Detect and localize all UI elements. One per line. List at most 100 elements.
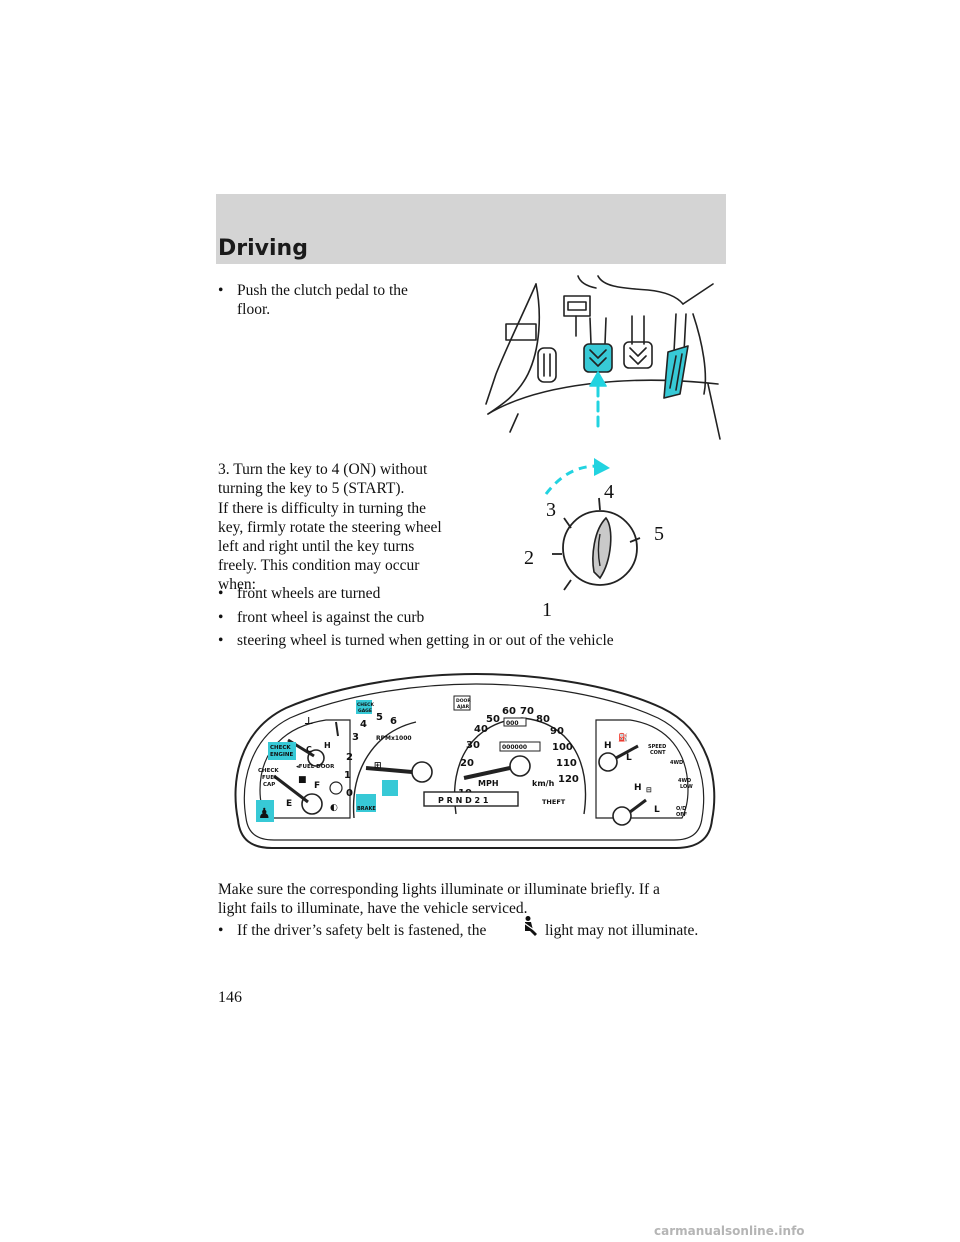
pedal-tread bbox=[669, 353, 683, 391]
tach-tick-label: 1 bbox=[344, 770, 351, 781]
check-fuel-cap-label: FUEL bbox=[262, 775, 278, 781]
brake-lamp bbox=[356, 794, 376, 812]
clutch-pedal-illustration bbox=[485, 275, 721, 440]
speed-tick-label: 30 bbox=[466, 740, 480, 751]
speed-tick-label: 90 bbox=[550, 726, 564, 737]
volt-needle bbox=[629, 798, 647, 814]
section-title: Driving bbox=[218, 236, 308, 261]
rotate-arrow-head bbox=[594, 458, 610, 476]
prnd-indicator bbox=[423, 791, 519, 807]
tach-tick-label: 6 bbox=[390, 716, 397, 727]
condition-text: steering wheel is turned when getting in… bbox=[237, 632, 614, 649]
tach-needle-hub bbox=[411, 761, 433, 783]
condition-text: front wheel is against the curb bbox=[237, 609, 425, 626]
check-fuel-cap-label: CAP bbox=[263, 782, 275, 788]
prnd-label: P R N D 2 1 bbox=[438, 796, 489, 805]
instrument-cluster-illustration: H C ⊥ E F ■ CHECK ENGINE CHECK FUEL CAP … bbox=[234, 672, 716, 849]
speed-tick-label: 50 bbox=[486, 714, 500, 725]
brake-label: BRAKE bbox=[357, 806, 376, 812]
four-wd-low-label: LOW bbox=[680, 784, 693, 790]
pedal-fig-arm bbox=[589, 317, 607, 345]
safety-belt-icon: ♟ bbox=[258, 806, 271, 822]
tach-tick-label: 0 bbox=[346, 788, 353, 799]
od-off-label: OFF bbox=[676, 812, 687, 818]
volt-high-label: H bbox=[634, 783, 642, 793]
odometer-display bbox=[499, 741, 541, 752]
pedal-fig-line bbox=[707, 383, 721, 440]
pedal-fig-line bbox=[487, 283, 541, 415]
brake-pedal bbox=[623, 341, 653, 369]
fuel-door-label: ◂FUEL DOOR bbox=[296, 764, 335, 770]
speed-tick-label: 20 bbox=[460, 758, 474, 769]
fuel-needle bbox=[273, 774, 309, 804]
tach-tick-label: 5 bbox=[376, 712, 383, 723]
battery-icon: ⊞ bbox=[374, 761, 382, 771]
four-wd-label: 4WD bbox=[670, 760, 683, 766]
bullet: • bbox=[218, 922, 224, 939]
safety-belt-lamp bbox=[256, 800, 274, 822]
airbag-lamp bbox=[382, 780, 398, 796]
speed-tick-label: 60 bbox=[502, 706, 516, 717]
key-step-line1: 3. Turn the key to 4 (ON) without bbox=[218, 461, 428, 478]
difficulty-line: key, firmly rotate the steering wheel bbox=[218, 519, 442, 536]
door-ajar-label: DOOR bbox=[456, 698, 471, 704]
condition-text: front wheels are turned bbox=[237, 585, 381, 602]
fuel-empty-label: E bbox=[286, 799, 292, 809]
tach-needle bbox=[365, 766, 413, 774]
speed-unit-kmh: km/h bbox=[532, 779, 555, 788]
pedal-fig-line bbox=[485, 283, 537, 405]
watermark: carmanualsonline.info bbox=[654, 1224, 805, 1238]
cluster-housing bbox=[234, 672, 716, 849]
speed-tick-label: 100 bbox=[552, 742, 573, 753]
fuel-needle-hub bbox=[301, 793, 323, 815]
door-ajar-label: AJAR bbox=[457, 704, 470, 710]
ignition-key bbox=[592, 516, 612, 580]
bullet: • bbox=[218, 282, 224, 299]
tach-unit-label: RPMx1000 bbox=[376, 735, 412, 742]
oil-high-label: H bbox=[604, 741, 612, 751]
oil-can-icon: ⛽ bbox=[618, 732, 628, 742]
belt-note-text-after: light may not illuminate. bbox=[545, 922, 699, 939]
door-ajar-lamp bbox=[453, 695, 471, 711]
check-gage-lamp bbox=[356, 700, 372, 714]
difficulty-line: If there is difficulty in turning the bbox=[218, 500, 427, 517]
pedal-fig-arm bbox=[631, 315, 645, 345]
pedal-tread bbox=[629, 347, 647, 365]
illuminate-line2: light fails to illuminate, have the vehi… bbox=[218, 900, 528, 917]
speed-tick-label: 40 bbox=[474, 724, 488, 735]
theft-label: THEFT bbox=[542, 798, 566, 806]
pedal-fig-line bbox=[577, 275, 597, 289]
position-2-label: 2 bbox=[524, 547, 534, 569]
speed-unit-mph: MPH bbox=[478, 779, 499, 788]
page-number: 146 bbox=[218, 989, 242, 1006]
check-fuel-cap-label: CHECK bbox=[258, 768, 279, 774]
oil-low-label: L bbox=[626, 753, 632, 763]
pedal-fig-line bbox=[597, 275, 684, 305]
four-wd-low-label: 4WD bbox=[678, 778, 691, 784]
battery-icon: ⊟ bbox=[646, 786, 652, 794]
cluster-bezel bbox=[243, 683, 705, 841]
temp-hot-label: H bbox=[324, 741, 331, 750]
bullet: • bbox=[218, 632, 224, 649]
tach-outline bbox=[352, 721, 417, 819]
pedal-fig-bracket bbox=[567, 301, 587, 311]
illuminate-line1: Make sure the corresponding lights illum… bbox=[218, 881, 660, 898]
volt-low-label: L bbox=[654, 805, 660, 815]
check-engine-label: CHECK bbox=[270, 745, 291, 751]
belt-note-text-before: If the driver’s safety belt is fastened,… bbox=[237, 922, 487, 939]
pedal-fig-line bbox=[692, 313, 707, 395]
position-1-label: 1 bbox=[542, 599, 552, 621]
difficulty-line: freely. This condition may occur bbox=[218, 557, 420, 574]
speed-tick-label: 70 bbox=[520, 706, 534, 717]
pedal-tread bbox=[589, 349, 607, 367]
tick-5 bbox=[629, 537, 641, 543]
rotate-arrow-line bbox=[544, 464, 599, 495]
right-gauge-pod bbox=[595, 719, 689, 819]
position-5-label: 5 bbox=[654, 523, 664, 545]
speed-tick-label: 110 bbox=[556, 758, 577, 769]
pedal-fig-handle bbox=[537, 347, 557, 383]
key-step-line2: turning the key to 5 (START). bbox=[218, 480, 405, 497]
speed-cont-label: SPEED bbox=[648, 744, 666, 750]
speed-tick-label: 120 bbox=[558, 774, 579, 785]
pedal-fig-line bbox=[509, 413, 519, 433]
